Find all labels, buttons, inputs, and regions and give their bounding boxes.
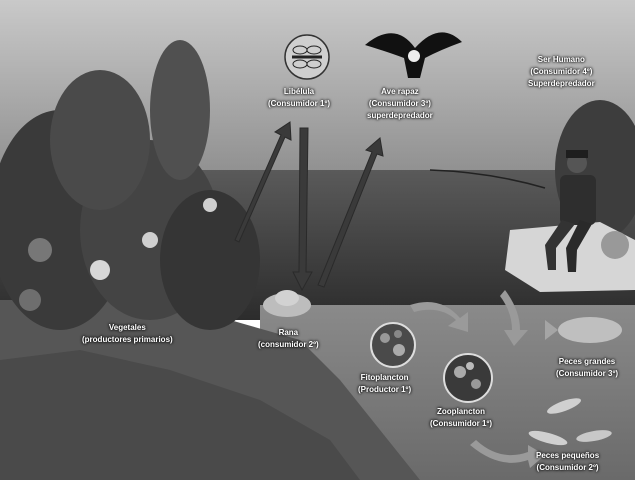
peces-grandes-role: (Consumidor 3º) xyxy=(556,368,618,380)
ave-rapaz-extra: superdepredador xyxy=(367,110,433,122)
zooplankton-figure xyxy=(444,354,492,402)
ser-humano-role: (Consumidor 4º) xyxy=(528,66,595,78)
label-rana: Rana (consumidor 2º) xyxy=(258,327,319,351)
vegetales-role: (productores primarios) xyxy=(82,334,173,346)
phytoplankton-figure xyxy=(371,323,415,367)
zooplancton-name: Zooplancton xyxy=(430,406,492,418)
ave-rapaz-name: Ave rapaz xyxy=(367,86,433,98)
fitoplancton-name: Fitoplancton xyxy=(358,372,411,384)
label-fitoplancton: Fitoplancton (Productor 1º) xyxy=(358,372,411,396)
rana-role: (consumidor 2º) xyxy=(258,339,319,351)
libelula-name: Libélula xyxy=(268,86,330,98)
peces-pequenos-role: (Consumidor 2º) xyxy=(536,462,599,474)
vegetales-name: Vegetales xyxy=(82,322,173,334)
label-ave-rapaz: Ave rapaz (Consumidor 3º) superdepredado… xyxy=(367,86,433,122)
label-ser-humano: Ser Humano (Consumidor 4º) Superdepredad… xyxy=(528,54,595,90)
ser-humano-extra: Superdepredador xyxy=(528,78,595,90)
peces-pequenos-name: Peces pequeños xyxy=(536,450,599,462)
libelula-role: (Consumidor 1º) xyxy=(268,98,330,110)
peces-grandes-name: Peces grandes xyxy=(556,356,618,368)
ave-rapaz-role: (Consumidor 3º) xyxy=(367,98,433,110)
label-zooplancton: Zooplancton (Consumidor 1º) xyxy=(430,406,492,430)
dragonfly-figure xyxy=(285,35,329,79)
label-peces-pequenos: Peces pequeños (Consumidor 2º) xyxy=(536,450,599,474)
label-vegetales: Vegetales (productores primarios) xyxy=(82,322,173,346)
fitoplancton-role: (Productor 1º) xyxy=(358,384,411,396)
zooplancton-role: (Consumidor 1º) xyxy=(430,418,492,430)
label-libelula: Libélula (Consumidor 1º) xyxy=(268,86,330,110)
label-peces-grandes: Peces grandes (Consumidor 3º) xyxy=(556,356,618,380)
rana-name: Rana xyxy=(258,327,319,339)
ser-humano-name: Ser Humano xyxy=(528,54,595,66)
